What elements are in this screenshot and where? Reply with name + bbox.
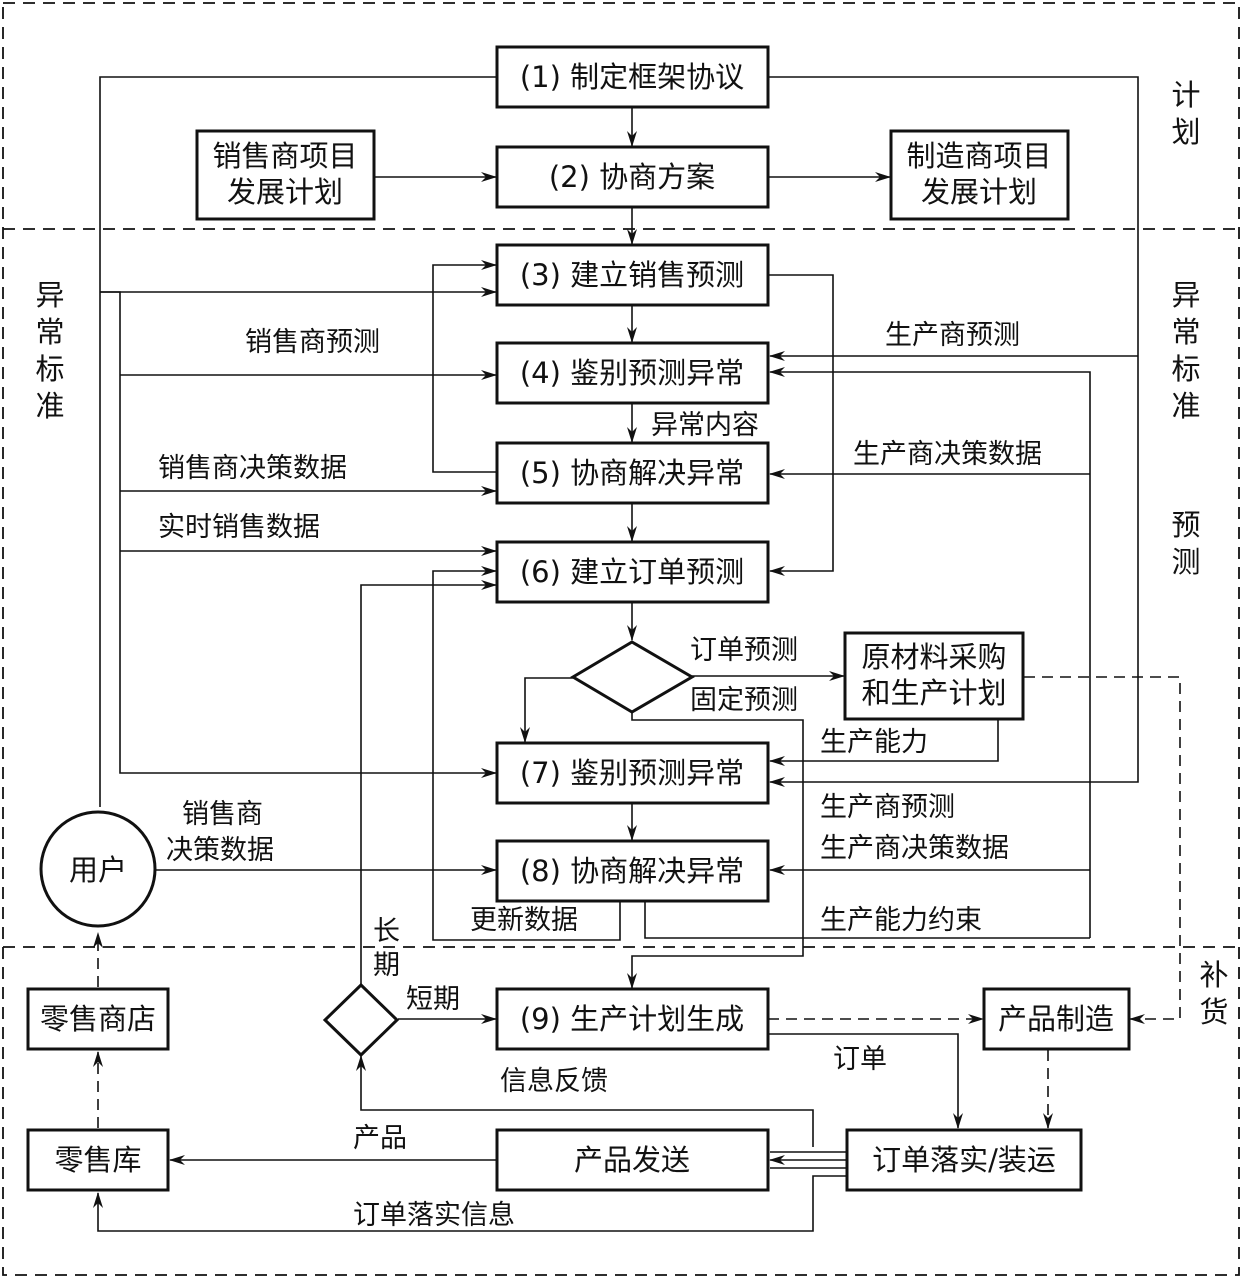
label-maker-decision-top: 生产商决策数据 (853, 439, 1042, 470)
order-ship-label: 订单落实/装运 (872, 1143, 1056, 1177)
user-circle: 用户 (39, 810, 157, 928)
box-resolve-exception-2: (8) 协商解决异常 (495, 839, 770, 903)
label-product: 产品 (353, 1123, 407, 1154)
box-production-plan: (9) 生产计划生成 (495, 987, 770, 1051)
label-seller-decision-low-2: 决策数据 (166, 835, 274, 866)
box-seller-project-plan: 销售商项目 发展计划 (195, 129, 376, 221)
box-sales-forecast: (3) 建立销售预测 (495, 243, 770, 307)
exception-standard-right: 异常标准 (1171, 278, 1200, 423)
decision-diamond-forecast (570, 640, 695, 714)
box-product-send: 产品发送 (495, 1128, 770, 1192)
box-order-fulfill-ship: 订单落实/装运 (845, 1128, 1083, 1192)
label-short-term: 短期 (406, 984, 460, 1015)
box-1-label: (1) 制定框架协议 (520, 60, 744, 94)
connectors (93, 76, 1181, 1232)
material-line1: 原材料采购 (861, 640, 1006, 674)
label-maker-forecast-top: 生产商预测 (885, 320, 1020, 351)
box-retail-store: 零售商店 (26, 987, 170, 1051)
user-label: 用户 (69, 853, 127, 887)
box-5-label: (5) 协商解决异常 (520, 456, 744, 490)
label-info-feedback: 信息反馈 (500, 1066, 608, 1097)
maker-plan-line1: 制造商项目 (906, 139, 1051, 173)
label-seller-forecast: 销售商预测 (245, 327, 380, 358)
box-8-label: (8) 协商解决异常 (520, 854, 744, 888)
box-retail-depot: 零售库 (26, 1128, 170, 1192)
label-order-forecast: 订单预测 (690, 635, 798, 666)
box-identify-exception-2: (7) 鉴别预测异常 (495, 741, 770, 805)
label-fixed-forecast: 固定预测 (690, 685, 798, 716)
seller-plan-line1: 销售商项目 (212, 139, 357, 173)
box-product-manufacture: 产品制造 (982, 987, 1131, 1051)
zone-labels: 计划 预测 补货 异常标准 异常标准 (35, 78, 1228, 1029)
label-maker-forecast-low: 生产商预测 (820, 792, 955, 823)
box-6-label: (6) 建立订单预测 (520, 555, 744, 589)
retail-store-label: 零售商店 (40, 1002, 156, 1036)
label-capacity-limit: 生产能力约束 (820, 905, 982, 936)
label-seller-decision: 销售商决策数据 (158, 453, 347, 484)
retail-depot-label: 零售库 (54, 1143, 141, 1177)
zone-label-forecast: 预测 (1171, 508, 1200, 579)
box-maker-project-plan: 制造商项目 发展计划 (889, 129, 1070, 221)
label-exception-content: 异常内容 (651, 410, 759, 441)
process-boxes: (1) 制定框架协议 (2) 协商方案 销售商项目 发展计划 制造商项目 发展计… (26, 45, 1131, 1192)
box-2-label: (2) 协商方案 (549, 160, 715, 194)
product-make-label: 产品制造 (998, 1002, 1114, 1036)
box-order-forecast: (6) 建立订单预测 (495, 540, 770, 604)
box-resolve-exception-1: (5) 协商解决异常 (495, 441, 770, 505)
box-identify-exception-1: (4) 鉴别预测异常 (495, 341, 770, 405)
label-capacity: 生产能力 (820, 727, 928, 758)
flow-labels: 销售商预测 销售商决策数据 实时销售数据 生产商预测 生产商决策数据 异常内容 … (158, 320, 1042, 1231)
zone-label-plan: 计划 (1171, 78, 1200, 149)
box-negotiate-plan: (2) 协商方案 (495, 145, 770, 209)
exception-standard-left: 异常标准 (35, 278, 64, 423)
label-update-data: 更新数据 (470, 905, 578, 936)
label-maker-decision-low: 生产商决策数据 (820, 833, 1009, 864)
box-7-label: (7) 鉴别预测异常 (520, 756, 744, 790)
box-4-label: (4) 鉴别预测异常 (520, 356, 744, 390)
label-long-term-2: 期 (373, 950, 400, 981)
label-order-info: 订单落实信息 (353, 1200, 515, 1231)
seller-plan-line2: 发展计划 (227, 175, 343, 209)
box-9-label: (9) 生产计划生成 (520, 1002, 744, 1036)
label-realtime-sales: 实时销售数据 (158, 512, 320, 543)
label-long-term-1: 长 (373, 916, 400, 947)
material-line2: 和生产计划 (861, 676, 1006, 710)
box-framework-agreement: (1) 制定框架协议 (495, 45, 770, 109)
decision-diamond-term (322, 982, 400, 1058)
maker-plan-line2: 发展计划 (921, 175, 1037, 209)
label-order: 订单 (833, 1044, 887, 1075)
product-send-label: 产品发送 (574, 1143, 690, 1177)
box-material-production-plan: 原材料采购 和生产计划 (843, 631, 1025, 721)
zone-label-replenish: 补货 (1199, 958, 1228, 1029)
box-3-label: (3) 建立销售预测 (520, 258, 744, 292)
label-seller-decision-low-1: 销售商 (182, 799, 263, 830)
